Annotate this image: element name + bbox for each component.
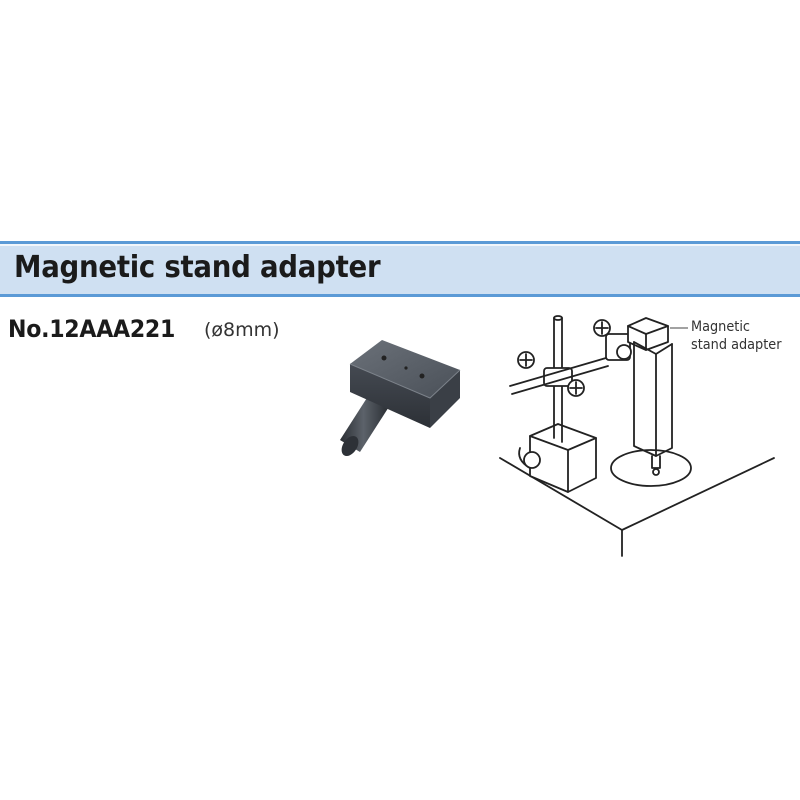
adapter-photo (340, 340, 461, 456)
part-info: No.12AAA221 (ø8mm) (8, 315, 280, 343)
section-header-bar: Magnetic stand adapter (0, 241, 800, 297)
adapter-callout-label: Magnetic stand adapter (691, 319, 782, 353)
section-title: Magnetic stand adapter (14, 250, 381, 285)
part-spec: (ø8mm) (204, 319, 280, 341)
part-number: No.12AAA221 (8, 315, 176, 343)
stand-diagram (499, 315, 775, 557)
